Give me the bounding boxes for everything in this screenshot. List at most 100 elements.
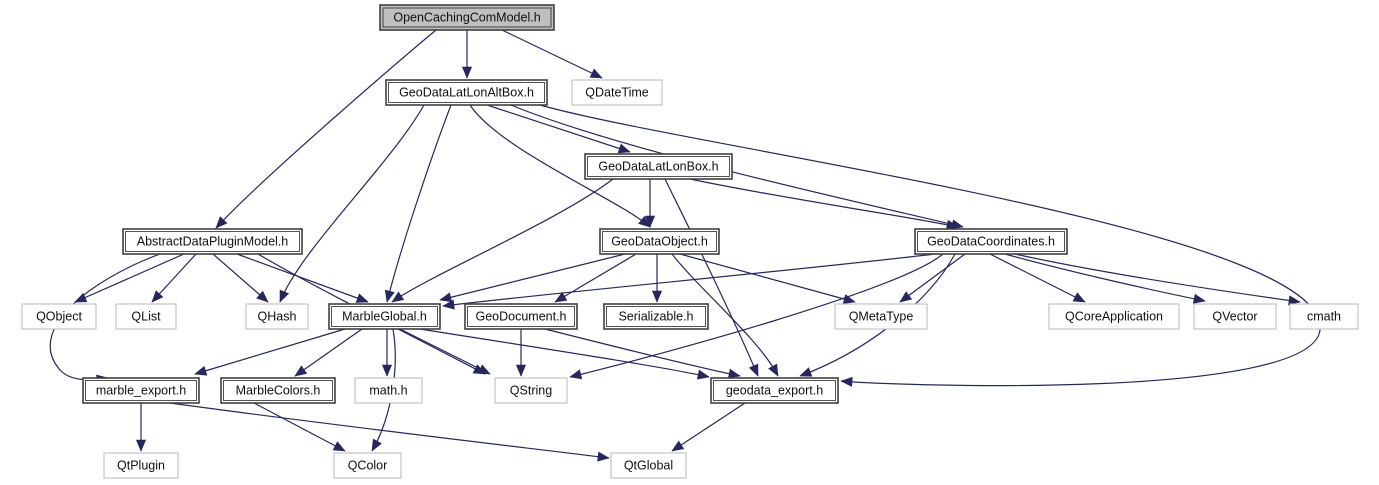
edge-line	[391, 178, 614, 303]
node-rect-QList[interactable]	[115, 303, 177, 330]
edge-line	[469, 104, 651, 228]
edge-arrowhead	[194, 365, 208, 376]
node-GeoDataLatLonBox[interactable]: GeoDataLatLonBox.h	[584, 153, 733, 180]
node-rect-QObject[interactable]	[21, 303, 97, 330]
edge-GeoDataObject-to-Serializable	[651, 254, 663, 303]
edge-GeoDataLatLonBox-to-geodata_export	[664, 178, 759, 377]
edge-line	[399, 328, 491, 375]
edge-line	[671, 253, 779, 377]
node-rect-marble_export[interactable]	[82, 377, 200, 404]
node-rect-math[interactable]	[354, 377, 423, 404]
node-rect-QString[interactable]	[494, 377, 568, 404]
node-rect-QDateTime[interactable]	[571, 79, 663, 106]
edge-arrowhead	[597, 451, 610, 462]
edge-line	[419, 328, 710, 378]
node-GeoDataObject[interactable]: GeoDataObject.h	[599, 228, 720, 255]
node-AbstractDataPluginModel[interactable]: AbstractDataPluginModel.h	[122, 228, 303, 255]
node-rect-QHash[interactable]	[245, 303, 309, 330]
node-marble_export[interactable]: marble_export.h	[82, 377, 200, 404]
edge-line	[569, 253, 944, 378]
edge-GeoDataCoordinates-to-QCoreApplication	[989, 253, 1086, 303]
edge-arrowhead	[279, 289, 290, 303]
node-QMetaType[interactable]: QMetaType	[834, 303, 928, 330]
edge-marble_export-to-QtGlobal	[169, 402, 610, 462]
node-GeoDataCoordinates[interactable]: GeoDataCoordinates.h	[914, 228, 1068, 255]
edge-line	[212, 253, 269, 303]
edge-line	[544, 328, 741, 377]
edge-arrowhead	[332, 441, 346, 452]
node-rect-OpenCachingComModel[interactable]	[379, 4, 555, 31]
node-rect-AbstractDataPluginModel[interactable]	[122, 228, 303, 255]
edge-line	[989, 253, 1086, 303]
node-rect-QVector[interactable]	[1193, 303, 1277, 330]
node-math[interactable]: math.h	[354, 377, 423, 404]
node-rect-GeoDataCoordinates[interactable]	[914, 228, 1068, 255]
node-GeoDocument[interactable]: GeoDocument.h	[464, 303, 578, 330]
edge-arrowhead	[151, 290, 164, 303]
node-cmath[interactable]: cmath	[1289, 303, 1359, 330]
edge-line	[442, 253, 936, 307]
edge-line	[386, 104, 452, 303]
node-rect-GeoDataLatLonAltBox[interactable]	[385, 79, 548, 106]
node-geodata_export[interactable]: geodata_export.h	[710, 377, 839, 404]
node-QHash[interactable]: QHash	[245, 303, 309, 330]
node-QtPlugin[interactable]: QtPlugin	[103, 452, 179, 479]
edge-OpenCachingComModel-to-QDateTime	[501, 29, 603, 79]
node-QDateTime[interactable]: QDateTime	[571, 79, 663, 106]
edge-GeoDataLatLonBox-to-GeoDataObject	[644, 179, 656, 228]
edge-GeoDataLatLonAltBox-to-QHash	[279, 104, 425, 303]
node-rect-QtGlobal[interactable]	[610, 452, 687, 479]
edge-arrowhead	[477, 364, 491, 375]
node-rect-QMetaType[interactable]	[834, 303, 928, 330]
node-OpenCachingComModel[interactable]: OpenCachingComModel.h	[379, 4, 555, 31]
node-MarbleGlobal[interactable]: MarbleGlobal.h	[328, 303, 441, 330]
node-QString[interactable]: QString	[494, 377, 568, 404]
node-GeoDataLatLonAltBox[interactable]: GeoDataLatLonAltBox.h	[385, 79, 548, 106]
edge-OpenCachingComModel-to-GeoDataLatLonAltBox	[461, 30, 473, 79]
edge-line	[74, 253, 185, 303]
node-rect-geodata_export[interactable]	[710, 377, 839, 404]
node-QColor[interactable]: QColor	[333, 452, 402, 479]
node-rect-GeoDataLatLonBox[interactable]	[584, 153, 733, 180]
edge-arrowhead	[135, 439, 147, 452]
node-rect-inner-marble_export	[85, 380, 197, 401]
node-rect-Serializable[interactable]	[603, 303, 709, 330]
edge-line	[194, 328, 346, 375]
node-rect-MarbleGlobal[interactable]	[328, 303, 441, 330]
node-rect-cmath[interactable]	[1289, 303, 1359, 330]
edge-AbstractDataPluginModel-to-MarbleGlobal	[236, 253, 369, 303]
node-rect-GeoDocument[interactable]	[464, 303, 578, 330]
edge-line	[169, 402, 610, 459]
edge-arrowhead	[945, 219, 959, 230]
node-QtGlobal[interactable]: QtGlobal	[610, 452, 687, 479]
edge-GeoDataCoordinates-to-MarbleGlobal	[442, 253, 936, 310]
edge-arrowhead	[384, 289, 395, 303]
edge-arrowhead	[461, 66, 473, 79]
edge-GeoDataCoordinates-to-QVector	[1004, 253, 1206, 304]
edge-line	[664, 178, 759, 377]
edge-arrowhead	[442, 299, 455, 310]
node-Serializable[interactable]: Serializable.h	[603, 303, 709, 330]
node-rect-QtPlugin[interactable]	[103, 452, 179, 479]
edge-GeoDataCoordinates-to-cmath	[1014, 253, 1301, 306]
edge-OpenCachingComModel-to-AbstractDataPluginModel	[215, 29, 437, 229]
node-rect-QCoreApplication[interactable]	[1048, 303, 1180, 330]
edge-line	[554, 253, 637, 303]
edge-arrowhead	[294, 365, 308, 377]
edge-arrowhead	[515, 364, 527, 377]
node-rect-QColor[interactable]	[333, 452, 402, 479]
edge-arrowhead	[554, 291, 568, 303]
node-rect-MarbleColors[interactable]	[220, 377, 336, 404]
edge-arrowhead	[671, 440, 685, 452]
edge-arrowhead	[899, 291, 913, 303]
node-QList[interactable]: QList	[115, 303, 177, 330]
node-rect-inner-geodata_export	[713, 380, 836, 401]
node-QObject[interactable]: QObject	[21, 303, 97, 330]
node-rect-GeoDataObject[interactable]	[599, 228, 720, 255]
edge-MarbleGlobal-to-MarbleColors	[294, 328, 363, 377]
node-MarbleColors[interactable]: MarbleColors.h	[220, 377, 336, 404]
edge-MarbleColors-to-QColor	[253, 402, 346, 452]
edge-line	[253, 402, 346, 452]
node-QVector[interactable]: QVector	[1193, 303, 1277, 330]
node-QCoreApplication[interactable]: QCoreApplication	[1048, 303, 1180, 330]
